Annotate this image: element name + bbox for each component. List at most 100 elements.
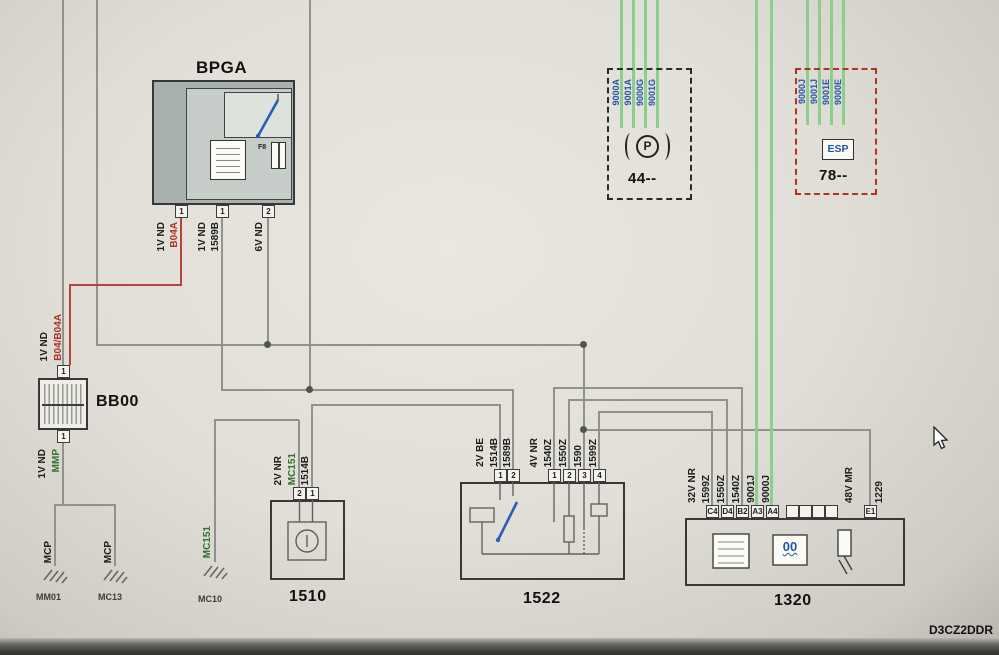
bb00-pin-top: 1 [57, 365, 70, 378]
wire-mc151 [214, 420, 216, 562]
connector-label: 2V NR [273, 455, 284, 485]
mouse-cursor [933, 426, 949, 450]
pin: D4 [721, 505, 734, 518]
connector-label: 32V NR [687, 467, 698, 503]
ecu-symbols-icon [712, 529, 853, 575]
pin: 3 [578, 469, 591, 482]
bb00-title: BB00 [96, 393, 139, 410]
wire-1540z [553, 388, 555, 469]
wire-green [656, 0, 659, 128]
comp-1320-title: 1320 [774, 592, 812, 609]
wire-green [644, 0, 647, 128]
gauge-icon: 00 [782, 539, 798, 554]
bpga-pin: 2 [262, 205, 275, 218]
wire [62, 0, 64, 365]
wire-1589b [512, 390, 514, 469]
wire-green [620, 0, 623, 128]
wire-label: 9001A [623, 79, 633, 106]
pin-empty [799, 505, 812, 518]
wire-1589b [221, 218, 223, 391]
wire-1514b [499, 405, 501, 469]
wire-green [830, 0, 833, 125]
diagram-reference: D3CZ2DDR [929, 623, 994, 637]
pin: A4 [766, 505, 779, 518]
wire-green [632, 0, 635, 128]
wire-label: 1V ND [156, 222, 167, 252]
wire-green [806, 0, 809, 125]
ground-label: MCP [43, 540, 54, 563]
pin: 1 [306, 487, 319, 500]
wire-9001j [755, 0, 758, 505]
pin: C4 [706, 505, 719, 518]
wire-1514b [311, 404, 501, 406]
wire-label: 9000J [761, 475, 772, 503]
pin: 4 [593, 469, 606, 482]
wire-9000j [770, 0, 773, 505]
junction-dot [264, 341, 271, 348]
wire-label: 1514B [300, 455, 311, 485]
wire-mc151 [214, 419, 299, 421]
ground-label: MCP [103, 540, 114, 563]
bpga-chip-icon [210, 140, 246, 180]
wire-1599z [598, 411, 713, 413]
bb00-box [38, 378, 88, 430]
box-78 [795, 68, 877, 195]
pin-empty [812, 505, 825, 518]
pin: B2 [736, 505, 749, 518]
pin: A3 [751, 505, 764, 518]
junction-dot [580, 341, 587, 348]
wire-1540z [553, 387, 743, 389]
wire-label: 9000A [611, 79, 621, 106]
wire-label: B04/B04A [53, 314, 64, 361]
wire-ground [62, 443, 64, 505]
wire-label: 1540Z [543, 438, 554, 467]
ground-icon [203, 565, 228, 580]
comp-1522-title: 1522 [523, 590, 561, 607]
wire-1599z [711, 412, 713, 505]
wire-label: 1540Z [731, 474, 742, 503]
wire-label: 9000J [797, 79, 807, 105]
wire-1589b [221, 389, 514, 391]
bpga-pin: 1 [175, 205, 188, 218]
bpga-title: BPGA [196, 58, 248, 77]
wire-mc151 [298, 420, 300, 487]
junction-dot [580, 426, 587, 433]
wire-label: 9000E [833, 79, 843, 106]
pin: 1 [494, 469, 507, 482]
wire-label: 1599Z [588, 438, 599, 467]
bpga-pin: 1 [216, 205, 229, 218]
wire-label: 9001J [809, 79, 819, 105]
wire-label: 1V ND [197, 222, 208, 252]
wire [267, 218, 269, 346]
pin: 2 [563, 469, 576, 482]
bpga-fuse-label: F8 [258, 144, 267, 151]
wire-b04a [69, 285, 71, 365]
wire-1590 [583, 345, 585, 469]
wire-b04a [180, 218, 182, 286]
bb00-pin-bottom: 1 [57, 430, 70, 443]
comp-1320-box [685, 518, 905, 586]
comp-1510-box [270, 500, 345, 580]
wire-bus [96, 344, 585, 346]
relay-switch-icon [255, 94, 280, 139]
wire-ground [54, 505, 56, 566]
esp-icon: ESP [822, 139, 854, 160]
wire-ground [114, 505, 116, 566]
pin: 2 [507, 469, 520, 482]
pin: 1 [548, 469, 561, 482]
wire-label: 1589B [210, 222, 221, 252]
wire-1550z [568, 399, 728, 401]
wire-ground [54, 504, 116, 506]
wire-1550z [726, 400, 728, 505]
wire-label: 1599Z [701, 474, 712, 503]
wire-label: 9000G [635, 79, 645, 107]
wire-1599z [598, 412, 600, 469]
wire-label: 9001G [647, 79, 657, 107]
wire-label: 9001J [746, 475, 757, 503]
box-44 [607, 68, 692, 200]
splice-label: MC151 [202, 525, 213, 558]
wire-1514b [311, 405, 313, 487]
wire-label: 6V ND [254, 222, 265, 252]
wire-green [842, 0, 845, 125]
